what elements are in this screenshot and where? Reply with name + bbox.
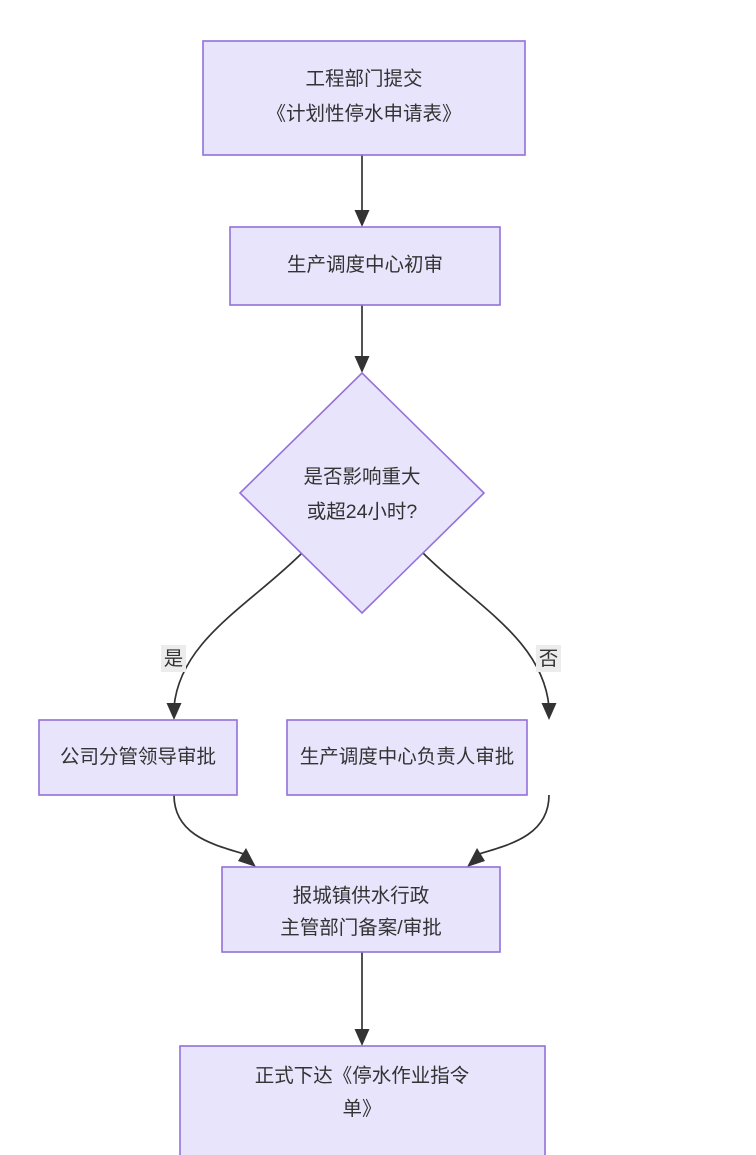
edge-line [422,552,550,708]
node-center-head-approval-label-line1: 生产调度中心负责人审批 [300,746,515,768]
node-decision-label-line2: 或超24小时? [307,501,418,523]
edge-gov-filing-to-issue-order [354,952,370,1046]
edge-line [173,794,245,855]
node-decision[interactable]: 是否影响重大 或超24小时? [238,371,486,615]
node-submit-label-line2: 《计划性停水申请表》 [266,103,461,125]
node-gov-filing-shape[interactable] [221,866,501,953]
node-decision-shape[interactable] [238,371,486,615]
node-center-head-approval-shape[interactable] [286,719,528,796]
node-gov-filing-label-line1: 报城镇供水行政 [293,885,430,907]
edge-submit-to-initial-review [354,155,370,227]
arrowhead-icon [354,210,370,227]
arrowhead-icon [354,356,370,373]
node-submit[interactable]: 工程部门提交 《计划性停水申请表》 [202,40,526,156]
edge-initial-review-to-decision [354,305,370,373]
node-submit-label-line1: 工程部门提交 [305,68,422,90]
edge-label-background [161,645,186,672]
node-initial-review-label-line1: 生产调度中心初审 [287,254,443,276]
edge-decision-to-leader-approval: 是 [161,552,303,720]
arrowhead-icon [541,703,557,720]
edge-label-background [536,645,561,672]
node-center-head-approval[interactable]: 生产调度中心负责人审批 [286,719,528,796]
edge-decision-to-center-head-approval: 否 [422,552,561,720]
node-leader-approval-label-line1: 公司分管领导审批 [60,746,216,768]
node-submit-shape[interactable] [202,40,526,156]
edge-center-head-approval-to-gov-filing [467,794,550,867]
node-issue-order[interactable]: 正式下达《停水作业指令 单》 [179,1045,546,1155]
arrowhead-icon [467,848,485,867]
edge-label-yes: 是 [164,648,184,670]
node-issue-order-shape[interactable] [179,1045,546,1155]
node-leader-approval-shape[interactable] [38,719,238,796]
arrowhead-icon [238,848,256,867]
node-decision-label-line1: 是否影响重大 [303,466,420,488]
node-issue-order-label-line2: 单》 [342,1098,381,1120]
node-gov-filing-label-line2: 主管部门备案/审批 [280,917,441,939]
edge-line [478,794,550,855]
arrowhead-icon [166,703,182,720]
node-initial-review[interactable]: 生产调度中心初审 [229,226,501,306]
edge-line [173,552,303,708]
node-issue-order-label-line1: 正式下达《停水作业指令 [255,1065,470,1087]
arrowhead-icon [354,1029,370,1046]
node-initial-review-shape[interactable] [229,226,501,306]
node-leader-approval[interactable]: 公司分管领导审批 [38,719,238,796]
node-gov-filing[interactable]: 报城镇供水行政 主管部门备案/审批 [221,866,501,953]
edge-leader-approval-to-gov-filing [173,794,256,867]
edge-label-no: 否 [539,648,559,670]
